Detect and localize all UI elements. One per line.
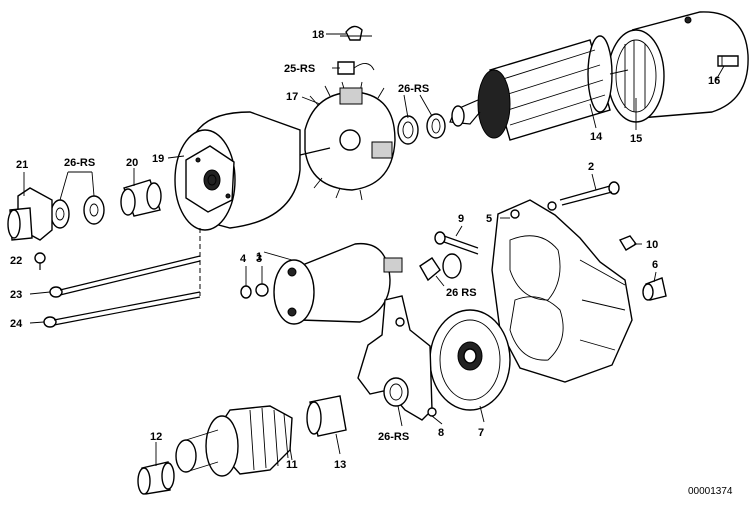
label-17: 17	[286, 91, 298, 103]
label-12: 12	[150, 431, 162, 443]
label-8: 8	[438, 427, 444, 439]
part-10-nut	[618, 235, 638, 251]
part-20-bushing	[120, 179, 162, 217]
document-number: 00001374	[688, 486, 733, 497]
part-6-bushing	[642, 277, 667, 301]
label-23: 23	[10, 289, 22, 301]
part-26rs-top-washers	[397, 113, 446, 145]
label-10: 10	[646, 239, 658, 251]
part-26rs-left-washers	[50, 195, 105, 229]
label-19: 19	[152, 153, 164, 165]
part-13-sleeve	[306, 395, 347, 437]
label-26rs-mid: 26 RS	[446, 287, 477, 299]
label-1: 1	[256, 251, 262, 263]
part-21-end-cap	[7, 187, 53, 241]
part-12-bushing	[137, 461, 175, 495]
label-14: 14	[590, 131, 603, 143]
leader-lines	[23, 33, 725, 466]
label-16: 16	[708, 75, 720, 87]
part-15-stator-housing	[607, 11, 749, 123]
label-13: 13	[334, 459, 346, 471]
label-24: 24	[10, 318, 23, 330]
label-11: 11	[286, 459, 298, 471]
part-22-screw	[34, 252, 46, 270]
label-15: 15	[630, 133, 642, 145]
label-9: 9	[458, 213, 464, 225]
label-3: 3	[256, 253, 262, 265]
label-25rs: 25-RS	[284, 63, 315, 75]
part-11-pinion-drive	[175, 405, 293, 477]
label-18: 18	[312, 29, 324, 41]
part-24-through-bolt	[43, 291, 201, 328]
label-4: 4	[240, 253, 247, 265]
part-16-screw	[717, 55, 739, 67]
part-26rs-mid-seals	[419, 253, 462, 282]
label-5: 5	[486, 213, 492, 225]
label-26rs-bottom: 26-RS	[378, 431, 409, 443]
part-25rs-brush	[337, 61, 375, 75]
part-14-armature	[449, 35, 629, 141]
part-17-brush-plate	[299, 81, 396, 201]
part-19-end-housing	[174, 111, 301, 231]
part-9-bolt	[434, 231, 479, 255]
label-2: 2	[588, 161, 594, 173]
part-8-shift-fork	[357, 295, 437, 421]
label-7: 7	[478, 427, 484, 439]
label-26rs-left: 26-RS	[64, 157, 95, 169]
part-7-bearing-plate	[429, 309, 511, 411]
part-2-bolt	[559, 181, 620, 206]
part-18-brush-spring	[340, 25, 372, 41]
label-20: 20	[126, 157, 138, 169]
label-6: 6	[652, 259, 658, 271]
part-3-washer	[255, 283, 269, 297]
label-22: 22	[10, 255, 22, 267]
part-4-nut	[240, 285, 252, 299]
part-5-drive-end-housing	[491, 199, 633, 383]
part-23-through-bolt	[49, 255, 201, 298]
label-26rs-top: 26-RS	[398, 83, 429, 95]
part-1-solenoid	[273, 242, 403, 325]
label-21: 21	[16, 159, 28, 171]
